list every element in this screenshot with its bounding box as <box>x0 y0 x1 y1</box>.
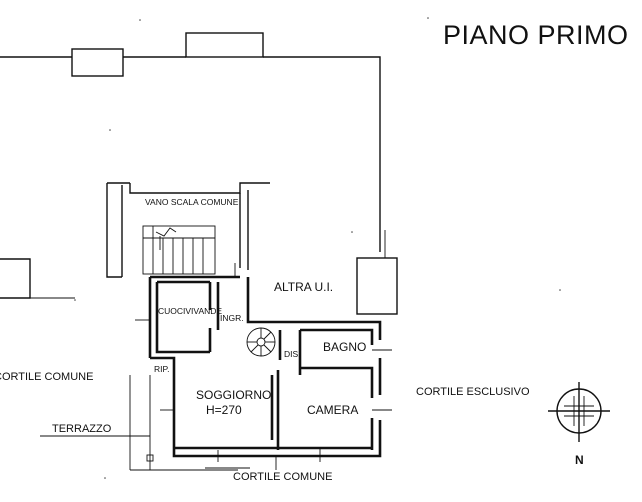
label-ripostiglio: RIP. <box>154 364 169 374</box>
dot <box>74 299 76 301</box>
building-outline <box>0 32 398 315</box>
north-compass-icon <box>548 382 610 442</box>
label-disimpegno: DIS. <box>284 349 301 359</box>
dot <box>427 17 429 19</box>
apartment-walls <box>129 275 382 471</box>
label-soggiorno: SOGGIORNO <box>196 388 271 402</box>
label-cucina: CUOCIVIVANDE <box>158 306 222 316</box>
plan-title: PIANO PRIMO <box>443 20 629 50</box>
dot <box>559 289 561 291</box>
label-cortile-comune-left: CORTILE COMUNE <box>0 371 93 383</box>
stair-well: VANO SCALA COMUNE <box>106 182 270 278</box>
label-camera: CAMERA <box>307 403 358 417</box>
label-ingresso: INGR. <box>220 313 244 323</box>
spiral-stair <box>246 327 276 357</box>
stair-label: VANO SCALA COMUNE <box>145 197 239 207</box>
dot <box>104 477 106 479</box>
openings <box>135 230 392 470</box>
label-soggiorno-height: H=270 <box>206 403 242 417</box>
label-terrazzo: TERRAZZO <box>52 423 112 435</box>
label-cortile-comune-bottom: CORTILE COMUNE <box>233 471 332 483</box>
label-altra-ui: ALTRA U.I. <box>274 280 333 294</box>
dot <box>109 129 111 131</box>
dot <box>139 19 141 21</box>
north-label: N <box>575 453 584 467</box>
label-cortile-esclusivo: CORTILE ESCLUSIVO <box>416 386 530 398</box>
dot <box>351 231 353 233</box>
label-bagno: BAGNO <box>323 340 366 354</box>
